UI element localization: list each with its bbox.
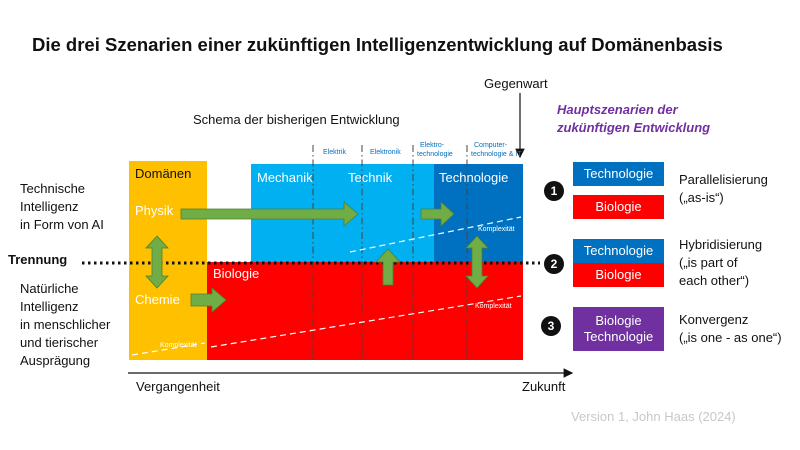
scenario-3-desc: („is one - as one“) <box>679 330 782 345</box>
scenario-2-box-technologie: Technologie <box>573 239 664 263</box>
scenario-1-box-biologie: Biologie <box>573 195 664 219</box>
timeline-past: Vergangenheit <box>136 379 220 394</box>
natuerliche-line-4: und tierischer <box>20 335 99 350</box>
era-elektronik: Elektronik <box>370 149 401 156</box>
natuerliche-line-2: Intelligenz <box>20 299 79 314</box>
natuerliche-line-5: Ausprägung <box>20 353 91 368</box>
biologie-label: Biologie <box>213 266 260 281</box>
komplexitaet-label-orange: Komplexität <box>160 342 197 349</box>
technische-line-2: Intelligenz <box>20 199 79 214</box>
natuerliche-line-1: Natürliche <box>20 281 79 296</box>
scenario-1-desc: („as-is“) <box>679 190 724 205</box>
era-elektrotechnologie-2: technologie <box>417 151 453 158</box>
arrow-technik-to-technologie <box>420 201 455 227</box>
version-label: Version 1, John Haas (2024) <box>571 409 736 424</box>
schema-label: Schema der bisherigen Entwicklung <box>193 112 400 127</box>
double-arrow-physik-chemie <box>145 235 169 289</box>
technologie-label: Technologie <box>439 170 509 185</box>
domaenen-header: Domänen <box>135 166 192 181</box>
scenario-1-number: 1 <box>544 181 564 201</box>
orange-domains-block <box>129 161 207 360</box>
scenario-3-number: 3 <box>541 316 561 336</box>
scenario-3-name: Konvergenz <box>679 312 749 327</box>
chemie-label: Chemie <box>135 292 180 307</box>
era-elektrotechnologie-1: Elektro- <box>420 142 445 149</box>
hauptszenarien-line-1: Hauptszenarien der <box>557 102 678 117</box>
physik-label: Physik <box>135 203 174 218</box>
scenario-2-desc-1: („is part of <box>679 255 738 270</box>
double-arrow-technologie-biologie <box>465 235 489 289</box>
technische-line-3: in Form von AI <box>20 217 104 232</box>
era-computer-1: Computer- <box>474 142 508 149</box>
scenario-2-name: Hybridisierung <box>679 237 763 252</box>
komplexitaet-label-top: Komplexität <box>478 226 515 233</box>
page-title: Die drei Szenarien einer zukünftigen Int… <box>32 34 723 55</box>
mechanik-label: Mechanik <box>257 170 313 185</box>
era-elektrik: Elektrik <box>323 149 346 156</box>
technik-label: Technik <box>348 170 393 185</box>
scenario-1-name: Parallelisierung <box>679 172 768 187</box>
era-computer-2: technologie & IT <box>471 151 522 158</box>
hauptszenarien-line-2: zukünftigen Entwicklung <box>557 120 711 135</box>
scenario-1-box-technologie: Technologie <box>573 162 664 186</box>
komplexitaet-label-bottom: Komplexität <box>475 303 512 310</box>
scenario-3-box-technologie: Technologie <box>583 329 654 344</box>
scenario-2-box-biologie: Biologie <box>573 263 664 287</box>
gegenwart-label: Gegenwart <box>484 76 548 91</box>
arrow-physik-to-technik <box>180 201 359 227</box>
scenario-3-box-biologie: Biologie <box>595 313 642 328</box>
trennung-label: Trennung <box>8 252 68 267</box>
arrow-biologie-up-technik <box>375 248 401 286</box>
technische-line-1: Technische <box>20 181 86 196</box>
timeline-future: Zukunft <box>522 379 566 394</box>
natuerliche-line-3: in menschlicher <box>20 317 111 332</box>
scenario-2-desc-2: each other“) <box>679 273 750 288</box>
scenario-3-box: Biologie Technologie <box>573 307 664 351</box>
scenario-2-number: 2 <box>544 254 564 274</box>
arrow-chemie-to-biologie <box>190 287 227 313</box>
